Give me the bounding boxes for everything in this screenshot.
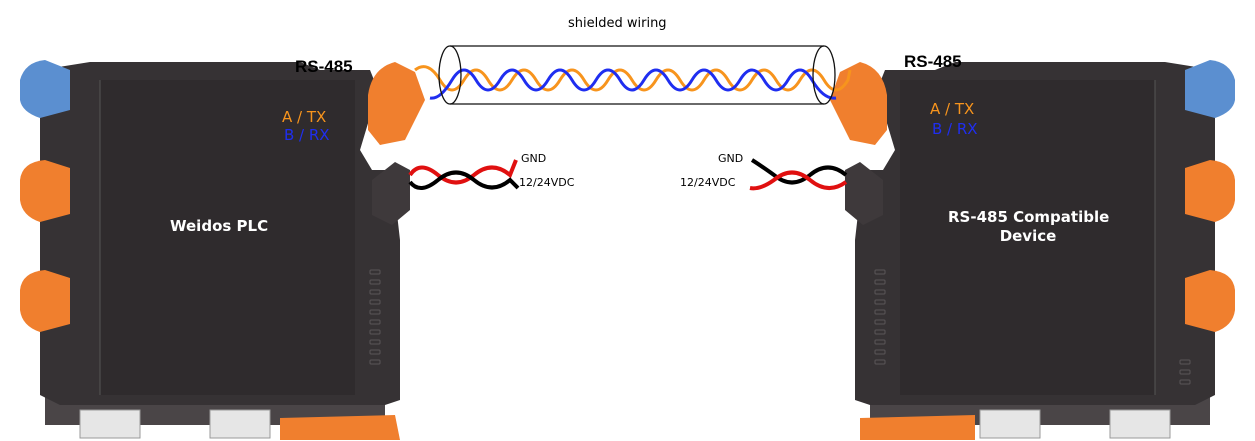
left-power-label: 12/24VDC [519,176,575,189]
left-power-cable [408,159,520,190]
right-power-wire [749,170,848,191]
right-gnd-label: GND [718,152,744,165]
left-din-clip-2 [209,409,271,439]
right-port-label: RS-485 [904,52,962,71]
right-orange-terminal-1 [1185,160,1235,222]
left-power-wire [408,159,518,185]
left-power-terminal [372,162,410,225]
right-device-name-line2: Device [999,227,1057,245]
right-din-clip-2 [1109,409,1171,439]
left-device [20,60,425,440]
left-device-front [100,80,355,395]
left-orange-terminal-1 [20,160,70,222]
right-gnd-wire [750,158,848,185]
right-device-name-line1: RS-485 Compatible [948,208,1110,226]
right-device-front [900,80,1155,395]
right-blue-terminal [1185,60,1235,118]
shield-end-left [438,45,462,105]
left-orange-terminal-2 [20,270,70,332]
left-device-name: Weidos PLC [170,217,269,235]
right-din-clip [979,409,1041,439]
left-blue-terminal [20,60,70,118]
right-power-label: 12/24VDC [680,176,736,189]
shielded-cable [414,45,852,105]
cable-title: shielded wiring [568,16,667,31]
left-gnd-wire [408,170,520,190]
right-signal-b-label: B / RX [932,120,978,138]
right-bottom-latch [860,415,975,440]
left-signal-a-label: A / TX [282,108,327,126]
right-orange-terminal-2 [1185,270,1235,332]
signal-a-wire [414,65,852,92]
right-device [830,60,1235,440]
left-rs485-terminal [368,62,425,145]
left-gnd-label: GND [521,152,547,165]
left-bottom-latch [280,415,400,440]
right-power-cable [749,158,848,191]
left-signal-b-label: B / RX [284,126,330,144]
right-signal-a-label: A / TX [930,100,975,118]
right-rs485-terminal [830,62,887,145]
signal-b-wire [429,68,837,100]
left-port-label: RS-485 [295,57,353,76]
right-device-name: RS-485 Compatible Device [948,208,1110,245]
left-din-clip [79,409,141,439]
right-power-terminal [845,162,883,225]
